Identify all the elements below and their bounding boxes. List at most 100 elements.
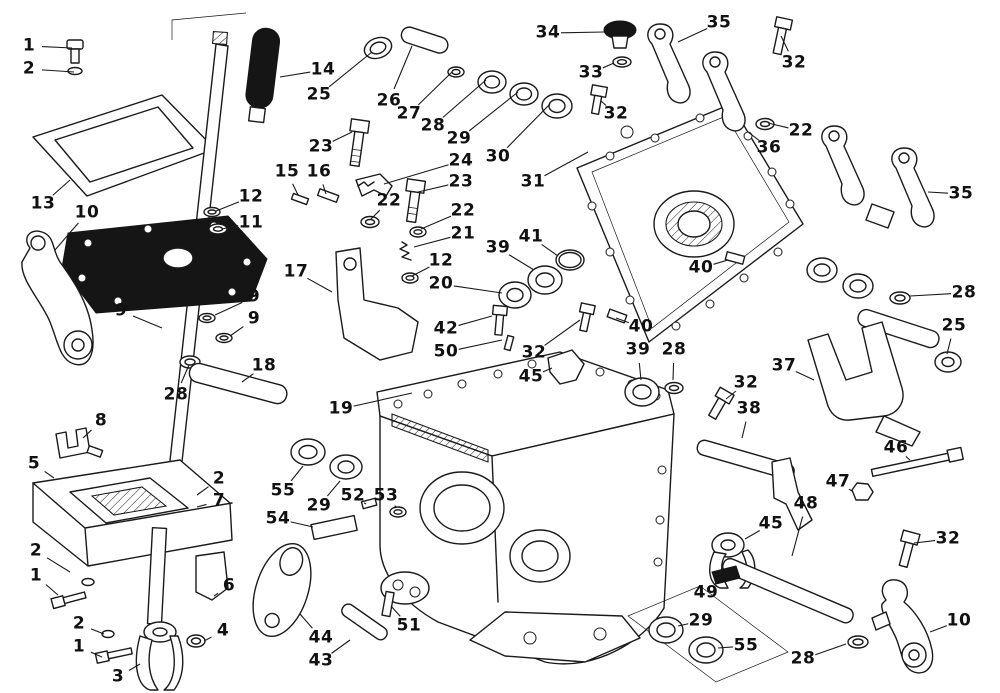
leader-line-28: [672, 362, 675, 381]
callout-29: 29: [446, 128, 472, 149]
callout-32: 32: [733, 372, 759, 393]
callout-9: 9: [247, 286, 261, 307]
leader-line-9: [214, 301, 243, 316]
shift-rail-38: [696, 386, 813, 531]
callout-32: 32: [521, 342, 547, 363]
callout-7: 7: [212, 490, 226, 511]
bolts-bottomleft: [50, 577, 133, 664]
leader-line-1: [41, 46, 73, 49]
leader-line-24: [383, 164, 449, 185]
callout-32: 32: [935, 528, 961, 549]
callout-38: 38: [736, 398, 762, 419]
callout-55: 55: [270, 480, 296, 501]
callout-12: 12: [238, 186, 264, 207]
leader-line-11: [221, 225, 239, 230]
leader-line-28: [909, 293, 952, 297]
leader-line-22: [767, 122, 789, 129]
callout-23: 23: [308, 136, 334, 157]
leader-line-28: [815, 643, 847, 656]
lever-right: [871, 579, 934, 674]
callout-33: 33: [578, 62, 604, 83]
leader-line-32: [913, 539, 936, 544]
callout-24: 24: [448, 150, 474, 171]
leader-line-1: [45, 584, 59, 596]
callout-25: 25: [306, 84, 332, 105]
leader-line-17: [307, 277, 333, 293]
callout-39: 39: [625, 339, 651, 360]
leader-line-45: [542, 367, 553, 373]
callout-22: 22: [376, 190, 402, 211]
leader-line-10: [929, 625, 948, 633]
callout-12: 12: [428, 250, 454, 271]
rings-and-spring: [360, 215, 427, 284]
leader-line-43: [331, 639, 351, 654]
callout-28: 28: [420, 115, 446, 136]
washer-rings: [179, 206, 233, 369]
leader-line-23: [332, 131, 353, 142]
callout-27: 27: [396, 103, 422, 124]
bushings-bottom: [627, 565, 789, 683]
callout-32: 32: [603, 103, 629, 124]
callout-2: 2: [29, 540, 43, 561]
callout-9: 9: [247, 308, 261, 329]
leader-line-12: [215, 201, 240, 212]
leader-line-28: [442, 79, 487, 118]
leader-line-6: [213, 592, 219, 597]
shaft-18: [188, 362, 288, 405]
callout-37: 37: [771, 355, 797, 376]
callout-51: 51: [396, 615, 422, 636]
leader-line-28: [180, 364, 190, 384]
callout-19: 19: [328, 398, 354, 419]
callout-36: 36: [756, 137, 782, 158]
callout-14: 14: [310, 59, 336, 80]
leader-line-1: [90, 651, 103, 658]
center-small-parts: [491, 249, 746, 407]
leader-line-41: [541, 244, 559, 257]
bolt-and-washer-topleft: [66, 39, 84, 76]
leader-line-21: [413, 236, 451, 248]
leader-line-26: [393, 45, 413, 90]
leader-line-42: [458, 315, 493, 326]
callout-52: 52: [340, 485, 366, 506]
callout-35: 35: [706, 12, 732, 33]
callout-40: 40: [688, 257, 714, 278]
callout-30: 30: [485, 146, 511, 167]
callout-22: 22: [788, 120, 814, 141]
leader-line-47: [848, 488, 853, 492]
callout-55: 55: [733, 635, 759, 656]
lever-knob: [245, 27, 281, 124]
leader-line-30: [506, 103, 551, 149]
leader-line-29: [326, 480, 341, 497]
bushings-left: [290, 438, 363, 480]
callout-42: 42: [433, 318, 459, 339]
leader-line-25: [946, 338, 952, 355]
leader-line-9: [229, 326, 244, 337]
callout-28: 28: [661, 339, 687, 360]
leader-line-10: [54, 222, 79, 251]
callout-45: 45: [758, 513, 784, 534]
callout-9: 9: [114, 300, 128, 321]
callout-1: 1: [72, 636, 86, 657]
callout-2: 2: [72, 613, 86, 634]
leader-line-29: [677, 623, 689, 627]
callout-44: 44: [308, 627, 334, 648]
leader-line-55: [717, 646, 734, 649]
leader-line-13: [52, 179, 71, 196]
lower-fork: [135, 526, 206, 691]
leader-line-2: [196, 486, 209, 496]
leader-line-48: [791, 516, 804, 557]
callout-20: 20: [428, 273, 454, 294]
callout-8: 8: [94, 410, 108, 431]
callout-50: 50: [433, 341, 459, 362]
leader-line-32: [600, 100, 607, 106]
callout-45: 45: [518, 366, 544, 387]
callout-41: 41: [518, 226, 544, 247]
callout-43: 43: [308, 650, 334, 671]
callout-1: 1: [29, 565, 43, 586]
leader-line-35: [927, 191, 949, 194]
rocker-arms-top: [647, 16, 794, 132]
leader-line-38: [741, 421, 747, 439]
leader-line-34: [560, 31, 605, 34]
leader-line-25: [328, 51, 373, 88]
